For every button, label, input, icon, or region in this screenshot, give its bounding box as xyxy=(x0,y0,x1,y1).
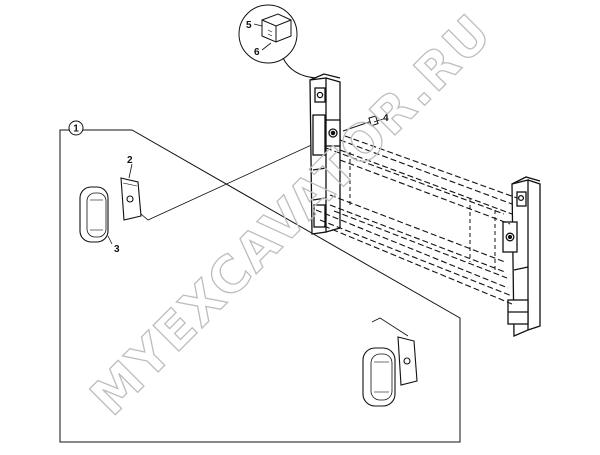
lamp-housing-part-3 xyxy=(79,186,109,243)
lower-beam xyxy=(315,194,513,305)
callout-5: 5 xyxy=(246,20,252,31)
callout-1: 1 xyxy=(68,120,84,136)
callout-3: 3 xyxy=(114,244,120,255)
callout-6: 6 xyxy=(254,47,260,58)
lamp-housing-right xyxy=(362,347,396,407)
detail-frame xyxy=(59,129,461,443)
leader-line-right-view xyxy=(371,317,409,337)
right-post xyxy=(502,176,541,337)
leader-lines-detail xyxy=(107,141,319,245)
upper-beam xyxy=(325,135,518,225)
callout-4: 4 xyxy=(383,113,389,124)
watermark: MYEXCAVATOR.RU xyxy=(79,3,503,427)
support-frame xyxy=(309,73,541,337)
svg-text:1: 1 xyxy=(73,124,79,135)
magnified-inset xyxy=(238,4,317,79)
left-post xyxy=(309,73,341,235)
connector-block-part-5 xyxy=(261,13,292,43)
frame-braces xyxy=(349,152,496,270)
bolt-part-4 xyxy=(342,115,384,132)
bracket-plate-right xyxy=(397,336,418,386)
callout-2: 2 xyxy=(127,155,133,166)
bracket-plate-part-2 xyxy=(120,177,142,221)
